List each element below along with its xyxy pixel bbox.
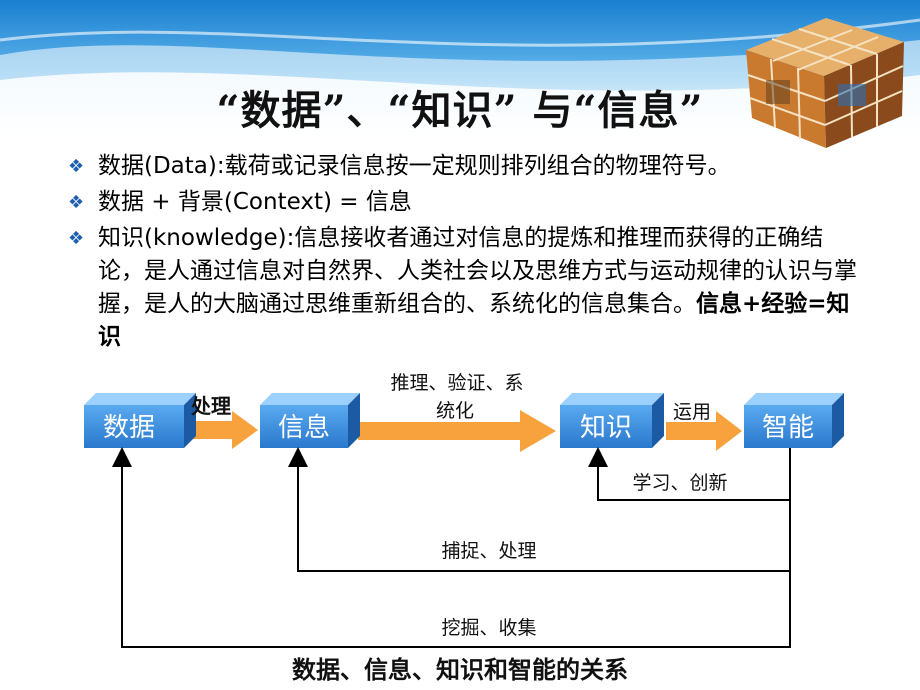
feedback-line-capture xyxy=(288,447,791,572)
feedback-line-mining xyxy=(112,447,791,648)
bullet-item-knowledge: ❖ 知识(knowledge):信息接收者通过对信息的提炼和推理而获得的正确结论… xyxy=(68,222,868,354)
label-apply: 运用 xyxy=(673,401,711,423)
infer-arrow xyxy=(358,410,556,452)
bullet-text: 知识(knowledge):信息接收者通过对信息的提炼和推理而获得的正确结论，是… xyxy=(98,225,857,317)
box-label-info: 信息 xyxy=(278,413,330,443)
knowledge-formula: 信息+经验=知识 xyxy=(98,291,850,350)
bullet-text: 数据(Data):载荷或记录信息按一定规则排列组合的物理符号。 xyxy=(98,153,731,179)
page-title: “数据”、“知识” 与“信息” xyxy=(216,87,704,134)
photo-cube-icon xyxy=(746,18,904,148)
bullet-text: 数据 + 背景(Context) = 信息 xyxy=(98,189,412,215)
diamond-bullet-icon: ❖ xyxy=(68,156,85,177)
process-arrow xyxy=(182,411,258,449)
label-infer-line2: 统化 xyxy=(436,400,474,422)
bullet-list: ❖ 数据(Data):载荷或记录信息按一定规则排列组合的物理符号。 ❖ 数据 +… xyxy=(68,150,868,357)
diamond-bullet-icon: ❖ xyxy=(68,228,85,249)
apply-arrow xyxy=(666,411,742,451)
label-mining: 挖掘、收集 xyxy=(441,617,536,639)
bullet-item-data: ❖ 数据(Data):载荷或记录信息按一定规则排列组合的物理符号。 xyxy=(68,150,868,183)
label-infer-line1: 推理、验证、系 xyxy=(390,372,523,394)
box-intelligence: 智能 xyxy=(744,393,844,448)
box-label-knowledge: 知识 xyxy=(580,413,632,443)
box-data: 数据 xyxy=(84,393,196,448)
diamond-bullet-icon: ❖ xyxy=(68,192,85,213)
label-learning: 学习、创新 xyxy=(632,472,727,494)
box-label-intelligence: 智能 xyxy=(762,413,814,443)
box-knowledge: 知识 xyxy=(560,393,664,448)
feedback-line-learning xyxy=(588,447,791,501)
bullet-item-info-formula: ❖ 数据 + 背景(Context) = 信息 xyxy=(68,186,868,219)
box-label-data: 数据 xyxy=(103,413,155,443)
diagram-caption: 数据、信息、知识和智能的关系 xyxy=(292,656,628,684)
box-info: 信息 xyxy=(260,393,360,448)
relationship-diagram: 数据 信息 知识 智能 处理 推理、验证、系 统化 运用 学习、创新 捕捉、处理… xyxy=(84,372,844,648)
label-process: 处理 xyxy=(190,394,231,418)
label-capture: 捕捉、处理 xyxy=(441,540,536,562)
